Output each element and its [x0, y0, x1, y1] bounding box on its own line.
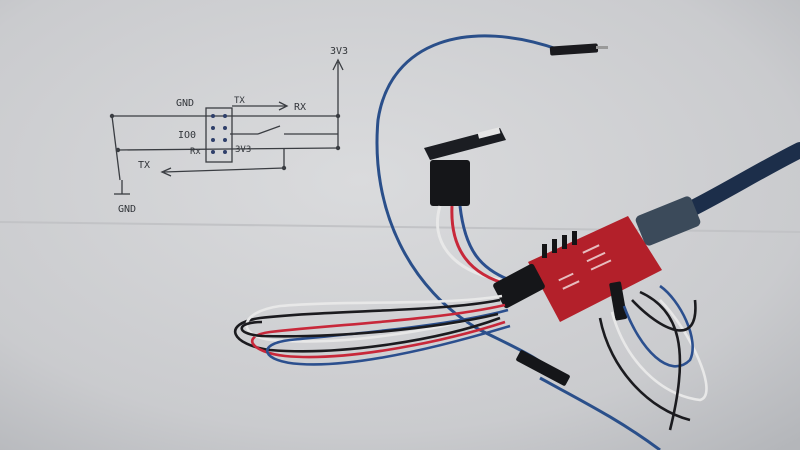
header-pins	[211, 114, 227, 154]
blue-jumper-wire	[375, 34, 562, 381]
lower-jumper-wire	[539, 376, 661, 450]
jumper-pin-top	[596, 46, 608, 49]
label-gnd-bottom: GND	[118, 204, 136, 215]
label-rx-mid: Rx	[190, 147, 201, 157]
label-tx-left: TX	[138, 160, 150, 171]
module-connector	[430, 160, 470, 206]
label-gnd-top: GND	[176, 98, 194, 109]
hanging-wires	[598, 284, 708, 431]
usb-cable	[677, 142, 800, 220]
label-3v3-mid: 3V3	[235, 145, 251, 155]
label-io0: IO0	[178, 130, 196, 141]
coiled-wire-bundle	[233, 294, 511, 366]
label-tx-top: TX	[234, 96, 245, 106]
junction-dots	[109, 113, 341, 171]
pencil-schematic	[111, 58, 344, 195]
label-rx-right: RX	[294, 102, 306, 113]
board-side-connector	[609, 281, 628, 321]
red-wire-module	[450, 205, 511, 287]
board-connector	[493, 263, 545, 309]
usb-plug	[635, 196, 701, 246]
board-silkscreen	[558, 244, 612, 290]
board-pin-header	[542, 231, 577, 258]
ftdi-board	[528, 216, 662, 322]
jumper-end-bottom	[516, 350, 570, 386]
label-3v3-top: 3V3	[330, 46, 348, 57]
module-antenna	[477, 127, 501, 139]
jumper-end-top	[549, 43, 599, 56]
